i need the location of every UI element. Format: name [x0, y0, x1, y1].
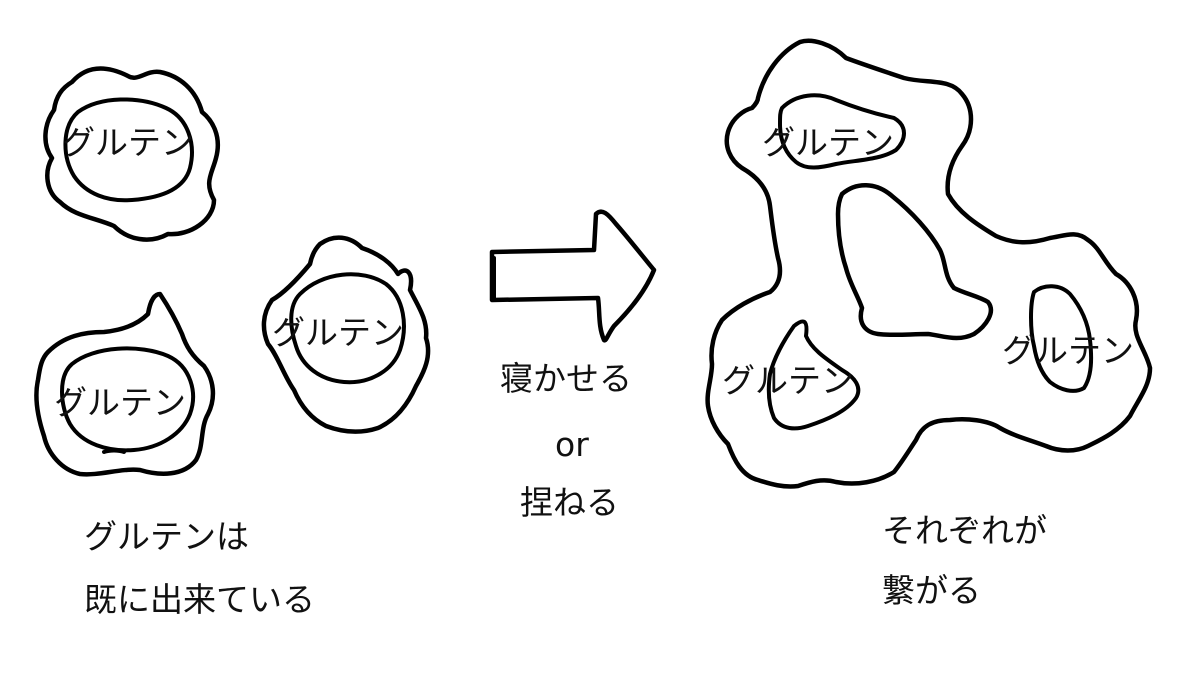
caption-right-line2: 繋がる [882, 571, 981, 610]
gluten-core-network-top [778, 93, 906, 170]
gluten-label-network-bottom: グルテン [722, 361, 854, 400]
gluten-core-bottom-left [60, 346, 195, 453]
gluten-core-bottom-left-mark [102, 448, 126, 454]
gluten-label-top-left: グルテン [62, 123, 194, 162]
caption-middle-line1: 寝かせる [500, 359, 632, 398]
caption-right-line1: それぞれが [882, 511, 1047, 550]
gluten-label-middle: グルテン [272, 313, 404, 352]
gluten-blob-middle-outline [261, 235, 431, 434]
gluten-core-top-left [63, 97, 194, 203]
gluten-blob-middle: グルテン [261, 235, 431, 434]
gluten-core-middle [289, 272, 406, 385]
gluten-network-outline [705, 38, 1153, 489]
gluten-label-network-top: グルテン [762, 123, 894, 162]
gluten-blob-bottom-left: グルテン [34, 291, 216, 477]
caption-middle-line3: 捏ねる [520, 483, 619, 522]
gluten-blob-bottom-left-outline [34, 291, 216, 477]
gluten-blob-top-left-outline [43, 66, 220, 242]
caption-left-line1: グルテンは [84, 517, 249, 556]
gluten-network: グルテン グルテン グルテン [705, 38, 1153, 489]
arrow-right-shape [489, 209, 657, 343]
arrow-right [489, 209, 657, 343]
gluten-label-bottom-left: グルテン [54, 383, 186, 422]
caption-middle-line2: or [555, 425, 589, 464]
gluten-core-network-right [1029, 284, 1094, 393]
gluten-label-network-right: グルテン [1002, 331, 1134, 370]
gluten-blob-top-left: グルテン [43, 66, 220, 242]
gluten-core-network-bottom [766, 319, 861, 431]
caption-left-line2: 既に出来ている [84, 580, 315, 619]
gluten-network-hole [835, 183, 994, 341]
